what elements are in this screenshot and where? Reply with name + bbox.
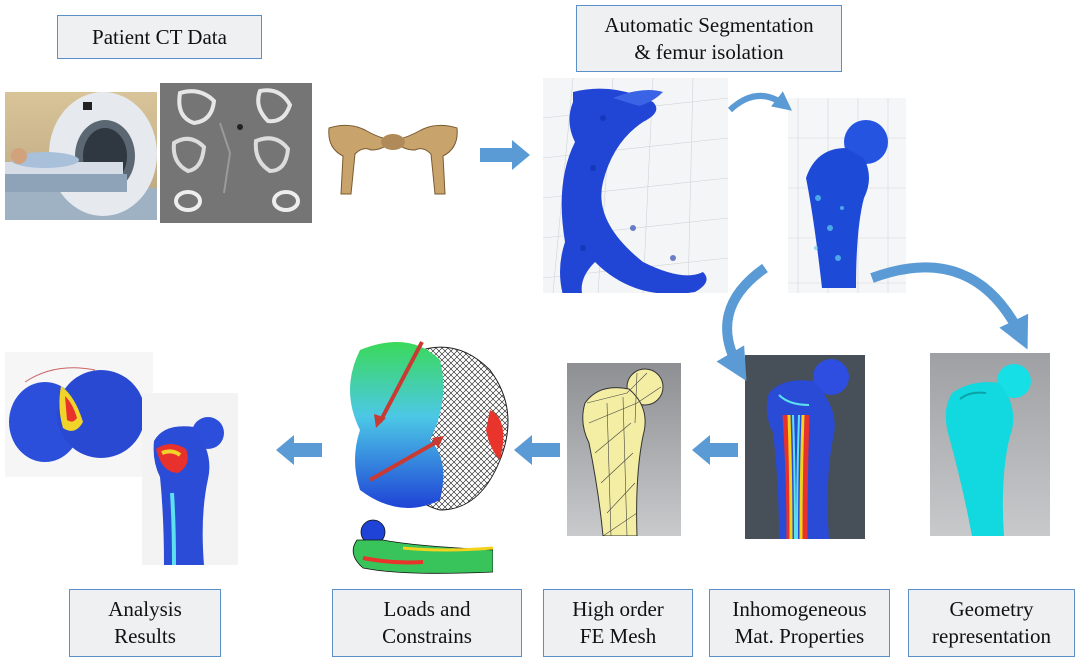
geometry-text-line1: Geometry: [949, 597, 1034, 621]
inhomog-text-line2: Mat. Properties: [734, 624, 865, 648]
geometry-text-line2: representation: [932, 624, 1051, 648]
arrow-inhomog-to-mesh: [692, 435, 738, 465]
loads-constraints-image: [340, 330, 520, 520]
patient-ct-text: Patient CT Data: [92, 24, 227, 49]
fe-mesh-label: High order FE Mesh: [543, 589, 693, 657]
segmentation-text-line1: Automatic Segmentation: [604, 12, 814, 37]
arrow-mesh-to-loads: [514, 435, 560, 465]
mesh-text-line2: FE Mesh: [579, 624, 657, 648]
geometry-femur-image: [930, 353, 1050, 536]
material-properties-label: Inhomogeneous Mat. Properties: [709, 589, 890, 657]
analysis-femur-image: [142, 393, 238, 565]
geometry-representation-label: Geometry representation: [908, 589, 1075, 657]
mesh-text-line1: High order: [572, 597, 664, 621]
segmentation-text-line2: & femur isolation: [634, 39, 784, 64]
arrow-loads-to-analysis: [276, 435, 322, 465]
patient-ct-label: Patient CT Data: [57, 15, 262, 59]
ct-scanner-photo: [5, 92, 157, 220]
isolated-femur-mesh: [788, 98, 906, 293]
segmentation-label: Automatic Segmentation & femur isolation: [576, 5, 842, 72]
fe-mesh-image: [567, 363, 681, 536]
loads-constrains-label: Loads and Constrains: [332, 589, 522, 657]
arrow-curve-pelvis-to-femur: [727, 91, 793, 113]
arrow-ct-to-segmentation: [480, 140, 530, 170]
pelvis-3d-render: [325, 118, 461, 198]
material-properties-image: [745, 355, 865, 539]
analysis-text-line1: Analysis: [108, 597, 182, 621]
loads-text-line1: Loads and: [383, 597, 471, 621]
segmented-pelvis-mesh: [543, 78, 728, 293]
ct-slice-image: [160, 83, 312, 223]
loads-femur-strip-image: [343, 518, 493, 580]
inhomog-text-line1: Inhomogeneous: [732, 597, 867, 621]
analysis-results-label: Analysis Results: [69, 589, 221, 657]
loads-text-line2: Constrains: [382, 624, 472, 648]
analysis-text-line2: Results: [114, 624, 176, 648]
analysis-femur-head-image: [5, 352, 153, 477]
